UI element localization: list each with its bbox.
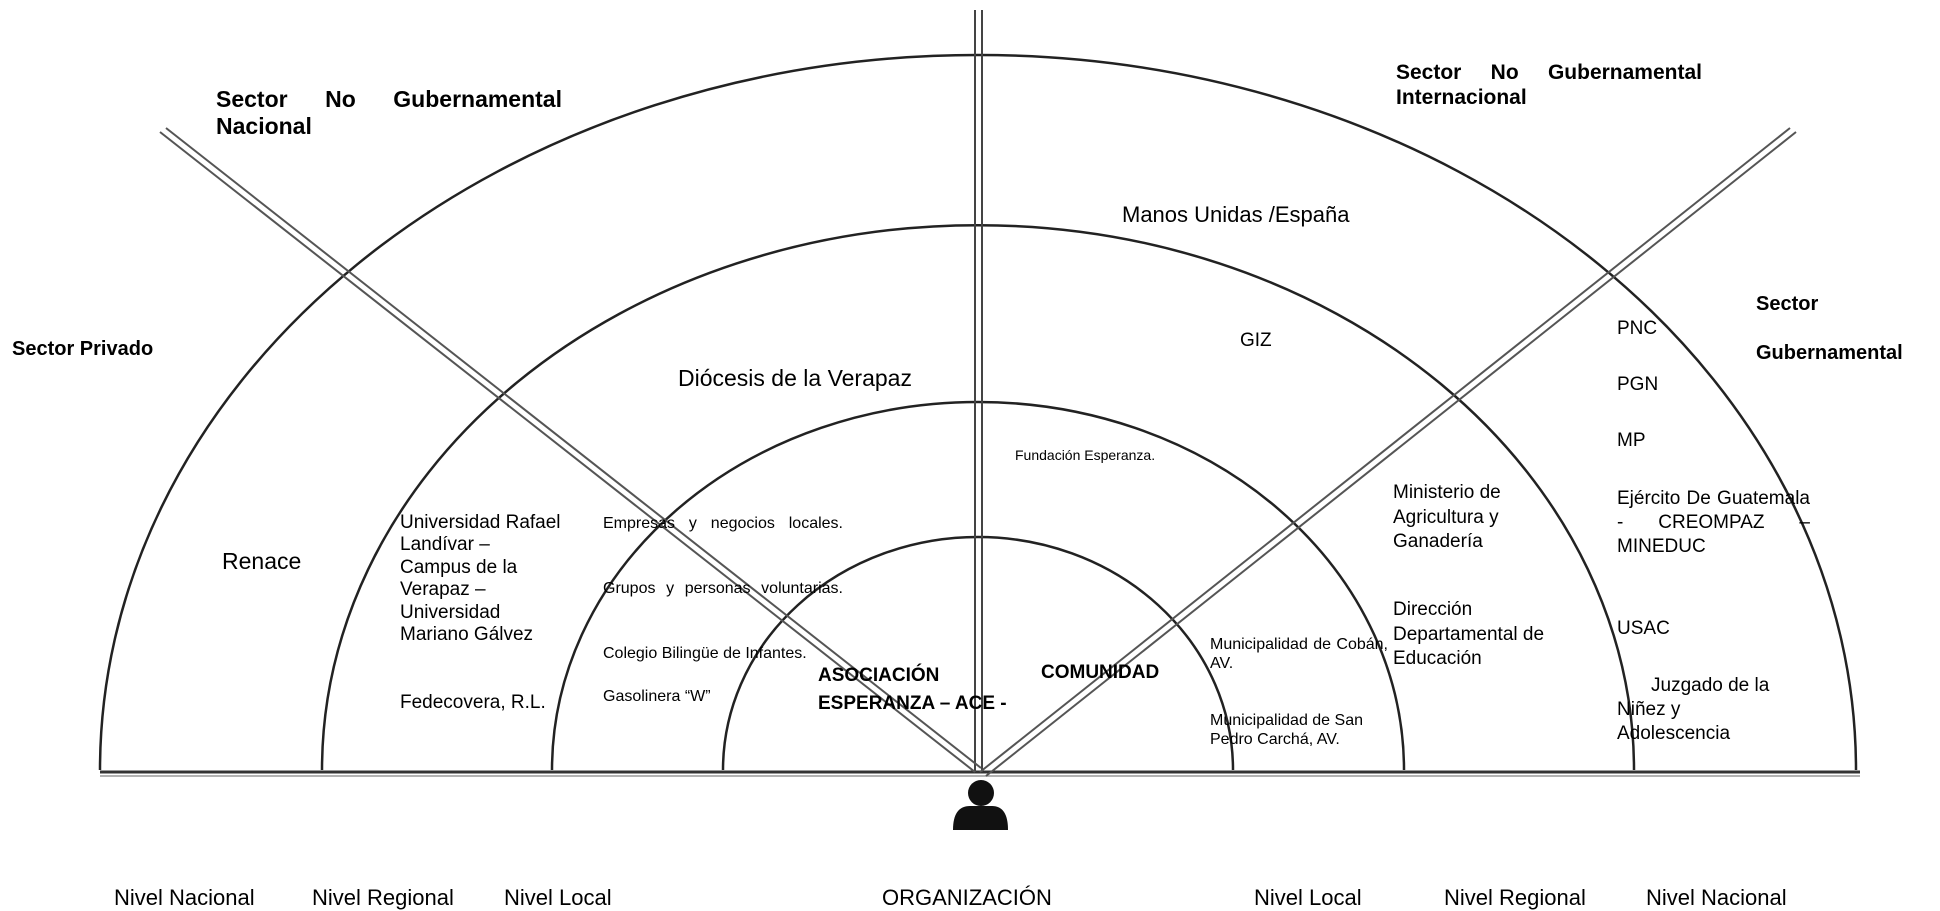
level-left-local: Nivel Local <box>504 885 612 910</box>
label-organization: ASOCIACIÓN ESPERANZA – ACE - <box>818 665 1007 714</box>
label-community: COMUNIDAD <box>1041 662 1160 683</box>
sector-government-line2: Gubernamental <box>1756 342 1903 364</box>
entity-universidad: Universidad Rafael Landívar – Campus de … <box>400 512 561 646</box>
level-left-national: Nivel Nacional <box>114 885 255 910</box>
entity-municipalidad-coban: Municipalidad de Cobán, AV. <box>1210 636 1388 672</box>
entity-mp: MP <box>1617 430 1646 451</box>
level-right-regional: Nivel Regional <box>1444 885 1586 910</box>
entity-grupos: Grupos y personas voluntarias. <box>603 580 843 597</box>
entity-direccion: Dirección Departamental de Educación <box>1393 599 1545 670</box>
entity-fedecovera: Fedecovera, R.L. <box>400 692 546 713</box>
arc-organization <box>721 535 1235 771</box>
left-diagonal-divider <box>159 131 976 773</box>
entity-municipalidad-carcha: Municipalidad de San Pedro Carchá, AV. <box>1210 712 1363 748</box>
level-right-local: Nivel Local <box>1254 885 1362 910</box>
entity-empresas: Empresas y negocios locales. <box>603 515 843 532</box>
arc-national <box>98 53 1858 771</box>
entity-ministerio: Ministerio de Agricultura y Ganadería <box>1393 482 1501 553</box>
right-diagonal-divider <box>979 127 1791 773</box>
entity-renace: Renace <box>222 548 302 574</box>
entity-diocesis: Diócesis de la Verapaz <box>678 365 912 391</box>
level-left-regional: Nivel Regional <box>312 885 454 910</box>
entity-pnc: PNC <box>1617 318 1658 339</box>
sector-private: Sector Privado <box>12 338 154 360</box>
entity-pgn: PGN <box>1617 374 1659 395</box>
sector-ngo-international: Sector No Gubernamental Internacional <box>1396 61 1702 109</box>
level-organization: ORGANIZACIÓN <box>882 885 1052 910</box>
entity-manos-unidas: Manos Unidas /España <box>1122 202 1350 227</box>
sector-ngo-national: Sector No Gubernamental Nacional <box>216 86 562 140</box>
entity-giz: GIZ <box>1240 330 1272 351</box>
entity-juzgado: Juzgado de la Niñez y Adolescencia <box>1617 675 1770 744</box>
entity-fundacion: Fundación Esperanza. <box>1015 447 1156 463</box>
entity-ejercito: Ejército De Guatemala - CREOMPAZ – MINED… <box>1617 488 1810 557</box>
arc-local <box>550 400 1406 771</box>
arc-regional <box>320 223 1636 771</box>
entity-colegio: Colegio Bilingüe de Infantes. <box>603 645 807 662</box>
level-right-national: Nivel Nacional <box>1646 885 1787 910</box>
sector-government-line1: Sector <box>1756 293 1819 315</box>
person-icon <box>953 780 1008 830</box>
entity-gasolinera: Gasolinera “W” <box>603 688 711 705</box>
entity-usac: USAC <box>1617 618 1670 639</box>
